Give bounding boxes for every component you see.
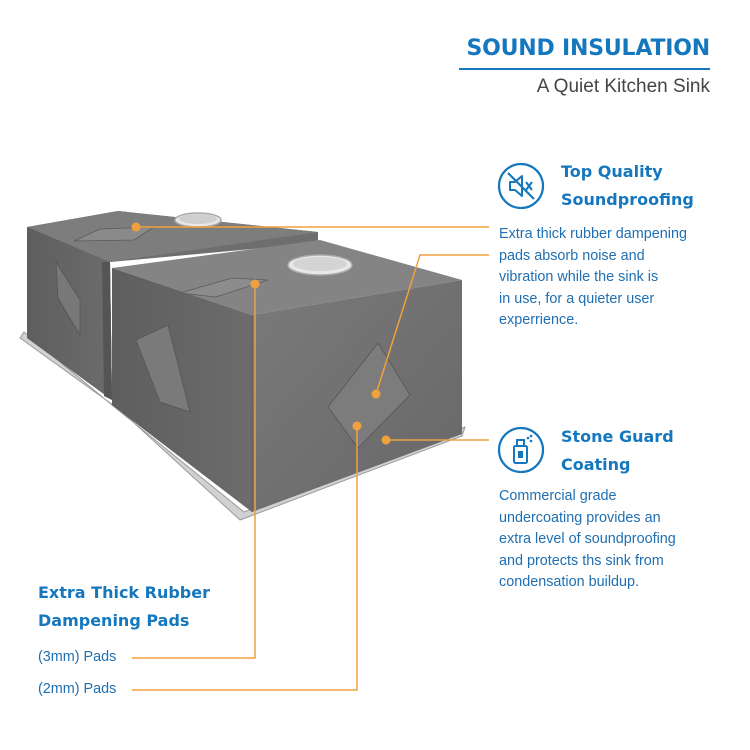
feature-text-line: in use, for a quieter user bbox=[499, 290, 655, 307]
feature-text-line: pads absorb noise and bbox=[499, 247, 645, 264]
feature-description: Extra thick rubber dampening pads absorb… bbox=[499, 224, 729, 332]
large-basin bbox=[112, 240, 462, 512]
pads-heading: Extra Thick Rubber Dampening Pads bbox=[38, 579, 210, 635]
feature-text-line: vibration while the sink is bbox=[499, 269, 659, 285]
callout-line-2mm bbox=[132, 426, 358, 691]
feature-heading: Stone Guard Coating bbox=[561, 423, 674, 479]
callout-dot bbox=[250, 279, 260, 289]
spray-can-icon bbox=[497, 426, 545, 474]
callout-line-3mm bbox=[132, 284, 256, 659]
feature-heading-line: Soundproofing bbox=[561, 190, 694, 209]
callout-dots bbox=[131, 222, 391, 445]
callout-dot bbox=[131, 222, 141, 232]
feature-text-line: experrience. bbox=[499, 312, 579, 328]
callout-dot bbox=[352, 421, 362, 431]
feature-heading-line: Coating bbox=[561, 455, 631, 474]
pads-heading-line: Dampening Pads bbox=[38, 611, 190, 630]
pad-label-2mm: (2mm) Pads bbox=[38, 681, 117, 697]
feature-text-line: Commercial grade bbox=[499, 488, 617, 504]
feature-text-line: Extra thick rubber dampening bbox=[499, 226, 687, 242]
pads-heading-line: Extra Thick Rubber bbox=[38, 583, 210, 602]
feature-heading-line: Top Quality bbox=[561, 162, 663, 181]
callout-dot bbox=[381, 435, 391, 445]
page-subtitle: A Quiet Kitchen Sink bbox=[536, 76, 710, 97]
feature-text-line: undercoating provides an bbox=[499, 509, 661, 526]
callout-lines bbox=[132, 226, 489, 691]
feature-text-line: condensation buildup. bbox=[499, 574, 640, 590]
feature-description: Commercial grade undercoating provides a… bbox=[499, 486, 729, 594]
feature-text-line: extra level of soundproofing bbox=[499, 531, 676, 547]
feature-heading: Top Quality Soundproofing bbox=[561, 158, 694, 214]
feature-text-line: and protects ths sink from bbox=[499, 552, 664, 569]
callout-dot bbox=[371, 389, 381, 399]
title-divider bbox=[459, 68, 710, 70]
callout-line-side-pad bbox=[375, 254, 489, 395]
feature-heading-line: Stone Guard bbox=[561, 427, 674, 446]
pad-label-3mm: (3mm) Pads bbox=[38, 649, 117, 665]
speaker-muted-icon bbox=[497, 162, 545, 210]
page-title: SOUND INSULATION bbox=[466, 36, 711, 61]
